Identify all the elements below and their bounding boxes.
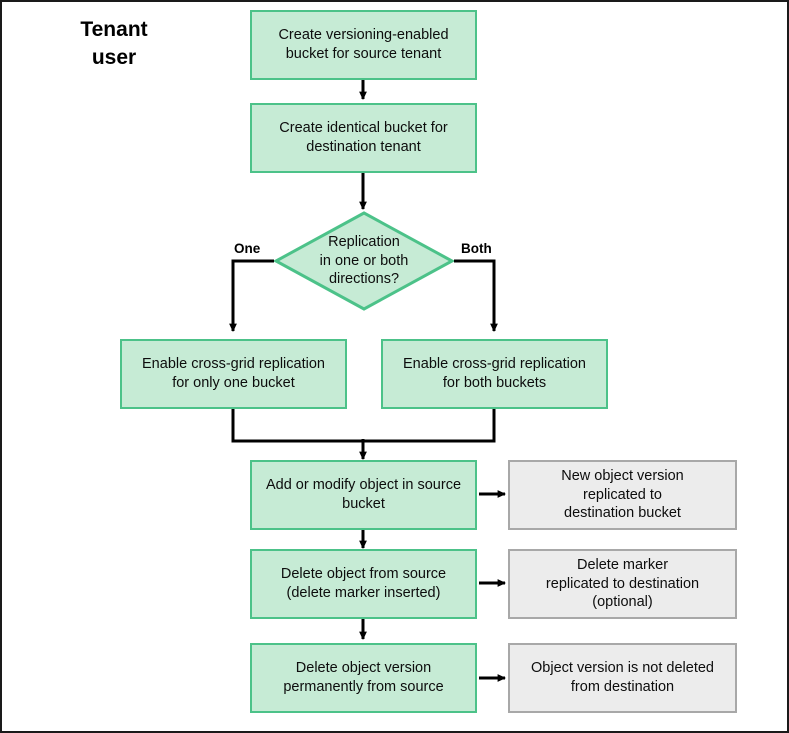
node-new-object-version-replicated[interactable]: New object version replicated to destina… [508,460,737,530]
node-add-or-modify-object-label: Add or modify object in source bucket [265,477,462,512]
node-create-destination-bucket-label: Create identical bucket for destination … [279,120,448,155]
node-object-version-not-deleted-label: Object version is not deleted from desti… [531,660,714,695]
node-add-or-modify-object[interactable]: Add or modify object in source bucket [250,460,477,530]
branch-label-both: Both [461,241,492,256]
node-delete-object-version[interactable]: Delete object version permanently from s… [250,643,477,713]
node-create-destination-bucket[interactable]: Create identical bucket for destination … [250,103,477,173]
branch-label-one: One [234,241,260,256]
diamond-shape [274,211,454,311]
connector-merge-both-buckets [363,408,496,443]
node-replication-direction-decision[interactable]: Replication in one or both directions? [274,211,454,311]
node-enable-one-bucket[interactable]: Enable cross-grid replication for only o… [120,339,347,409]
node-replication-direction-decision-label: Replication in one or both directions? [319,233,409,288]
connector-decision-both-branch [454,259,498,332]
branch-label-one-text: One [234,241,261,256]
swimlane-title-tenant-user: Tenant user [80,18,148,69]
node-enable-one-bucket-label: Enable cross-grid replication for only o… [142,356,325,391]
connector-merge-one-bucket [231,408,363,443]
node-delete-marker-replicated-label: Delete marker replicated to destination … [545,557,700,611]
node-enable-both-buckets-label: Enable cross-grid replication for both b… [403,356,586,391]
node-create-source-bucket[interactable]: Create versioning-enabled bucket for sou… [250,10,477,80]
node-new-object-version-replicated-label: New object version replicated to destina… [561,468,684,522]
node-create-source-bucket-label: Create versioning-enabled bucket for sou… [278,27,449,62]
node-delete-object-version-label: Delete object version permanently from s… [283,660,444,695]
branch-label-both-text: Both [461,241,492,256]
node-delete-object-from-source[interactable]: Delete object from source (delete marker… [250,549,477,619]
node-delete-marker-replicated[interactable]: Delete marker replicated to destination … [508,549,737,619]
node-delete-object-from-source-label: Delete object from source (delete marker… [280,566,447,601]
connector-decision-one-branch [229,259,274,332]
node-object-version-not-deleted[interactable]: Object version is not deleted from desti… [508,643,737,713]
node-enable-both-buckets[interactable]: Enable cross-grid replication for both b… [381,339,608,409]
